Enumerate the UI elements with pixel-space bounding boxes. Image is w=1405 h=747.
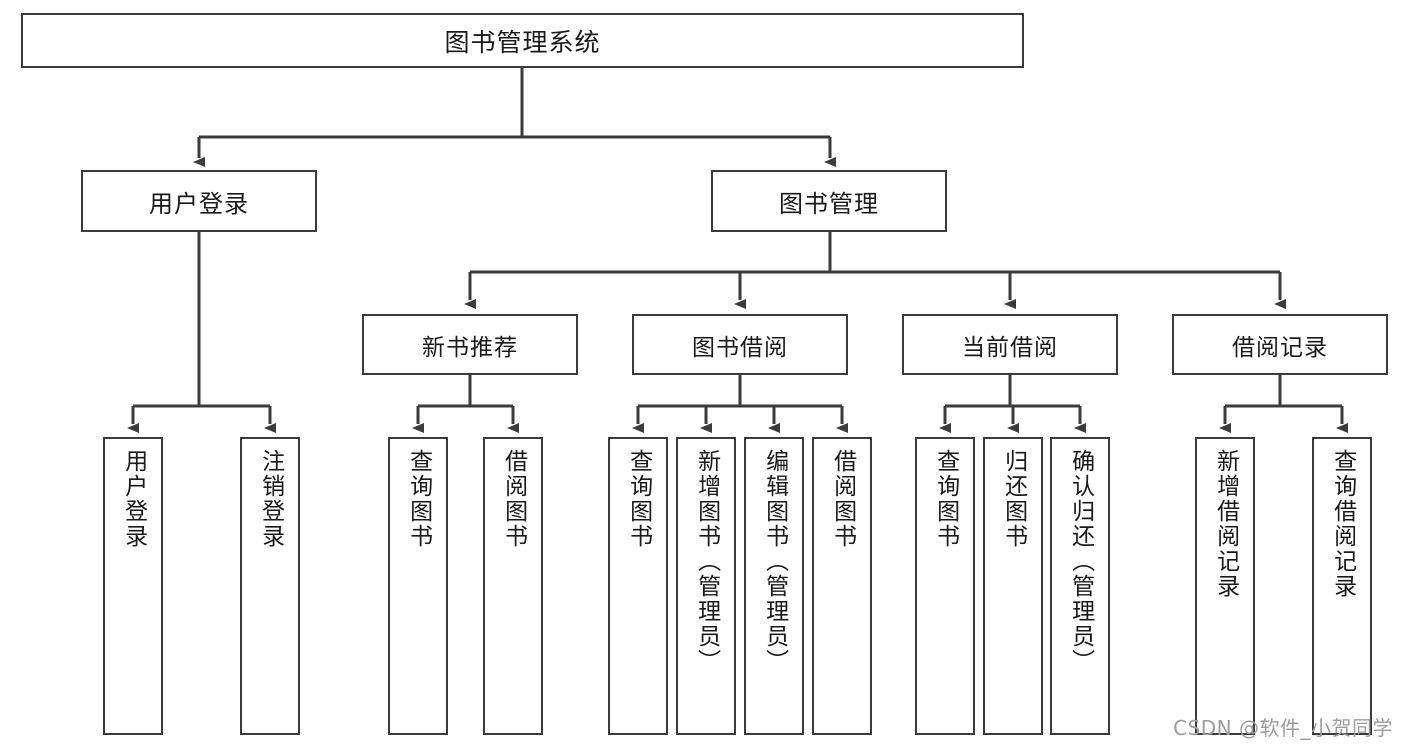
node-label: 图书管理 [779, 189, 879, 218]
node-leaf-user-login[interactable]: 用户登录 [103, 437, 163, 735]
node-leaf-borrow-book[interactable]: 借阅图书 [812, 437, 872, 735]
node-label: 查询借阅记录 [1329, 449, 1356, 599]
node-leaf-add-borrow-record[interactable]: 新增借阅记录 [1195, 437, 1255, 735]
node-root-system[interactable]: 图书管理系统 [21, 13, 1024, 68]
node-label: 查询图书 [625, 449, 652, 549]
node-label: 图书管理系统 [444, 27, 601, 57]
node-leaf-query-borrow-record[interactable]: 查询借阅记录 [1312, 437, 1372, 735]
node-leaf-query-book-rec[interactable]: 查询图书 [388, 437, 448, 735]
node-new-book-recommend[interactable]: 新书推荐 [362, 314, 578, 375]
node-leaf-logout[interactable]: 注销登录 [240, 437, 300, 735]
node-leaf-borrow-book-rec[interactable]: 借阅图书 [483, 437, 543, 735]
node-label: 新增图书（管理员） [693, 449, 720, 674]
node-book-management[interactable]: 图书管理 [711, 170, 947, 232]
node-label: 新增借阅记录 [1212, 449, 1239, 599]
watermark-text: CSDN @软件_小贺同学 [1173, 716, 1393, 740]
node-leaf-query-book-borrow[interactable]: 查询图书 [608, 437, 668, 735]
node-borrow-record[interactable]: 借阅记录 [1172, 314, 1388, 375]
node-label: 图书借阅 [692, 334, 788, 361]
node-label: 借阅记录 [1232, 334, 1328, 361]
node-leaf-return-book[interactable]: 归还图书 [983, 437, 1043, 735]
node-book-borrow[interactable]: 图书借阅 [632, 314, 848, 375]
node-label: 查询图书 [405, 449, 432, 549]
node-label: 归还图书 [1000, 449, 1027, 549]
node-label: 查询图书 [932, 449, 959, 549]
node-label: 借阅图书 [500, 449, 527, 549]
node-label: 用户登录 [120, 449, 147, 549]
node-leaf-edit-book-admin[interactable]: 编辑图书（管理员） [744, 437, 804, 735]
node-label: 当前借阅 [962, 334, 1058, 361]
node-leaf-add-book-admin[interactable]: 新增图书（管理员） [676, 437, 736, 735]
node-user-login[interactable]: 用户登录 [81, 170, 317, 232]
node-label: 注销登录 [257, 449, 284, 549]
node-current-borrow[interactable]: 当前借阅 [902, 314, 1118, 375]
node-label: 确认归还（管理员） [1067, 449, 1094, 674]
node-label: 新书推荐 [422, 334, 518, 361]
node-leaf-confirm-return-admin[interactable]: 确认归还（管理员） [1050, 437, 1110, 735]
node-label: 用户登录 [149, 189, 249, 218]
node-label: 借阅图书 [829, 449, 856, 549]
node-leaf-query-book-current[interactable]: 查询图书 [915, 437, 975, 735]
node-label: 编辑图书（管理员） [761, 449, 788, 674]
